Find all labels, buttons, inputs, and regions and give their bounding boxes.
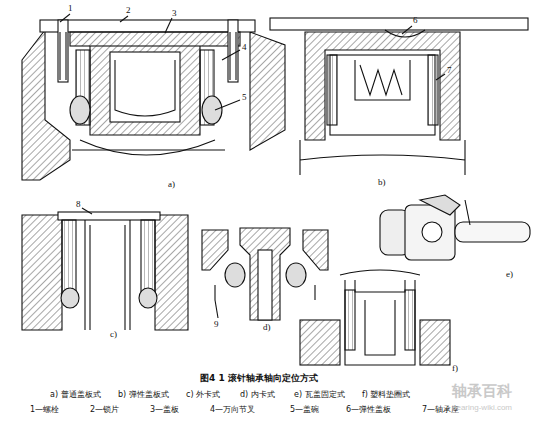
legend-item: a) 普通盖板式: [50, 391, 101, 399]
sub-figure-label: b): [378, 178, 386, 187]
legend-item: d) 内卡式: [240, 391, 275, 399]
legend-item: 3—盖板: [150, 406, 179, 414]
legend-item: f) 塑料垫圈式: [362, 391, 410, 399]
watermark: 轴承百科: [452, 384, 512, 399]
sub-figure-label: c): [110, 330, 117, 339]
callout-number: 7: [447, 66, 452, 75]
legend-item: 4—万向节叉: [210, 406, 255, 414]
callout-number: 2: [126, 6, 131, 15]
figure-caption: 图4 1 滚针轴承轴向定位方式: [200, 374, 318, 383]
callout-number: 6: [413, 16, 418, 25]
callout-number: 9: [214, 320, 219, 329]
callout-number: 5: [242, 93, 247, 102]
legend-item: 1—螺栓: [30, 406, 59, 414]
callout-number: 4: [242, 43, 247, 52]
watermark: bearing-wiki.com: [452, 404, 512, 412]
legend-item: c) 外卡式: [186, 391, 220, 399]
callout-number: 3: [172, 9, 177, 18]
sub-figure-label: a): [168, 180, 175, 189]
callout-number: 1: [68, 4, 73, 13]
legend-item: 6—弹性盖板: [346, 406, 391, 414]
sub-figure-label: d): [263, 323, 271, 332]
legend-item: b) 弹性盖板式: [118, 391, 169, 399]
legend-item: e) 瓦盖固定式: [294, 391, 345, 399]
callout-number: 8: [76, 200, 81, 209]
sub-figure-label: f): [452, 364, 458, 373]
sub-figure-label: e): [506, 270, 513, 279]
legend-item: 2—锁片: [90, 406, 119, 414]
legend-item: 5—盖碗: [290, 406, 319, 414]
